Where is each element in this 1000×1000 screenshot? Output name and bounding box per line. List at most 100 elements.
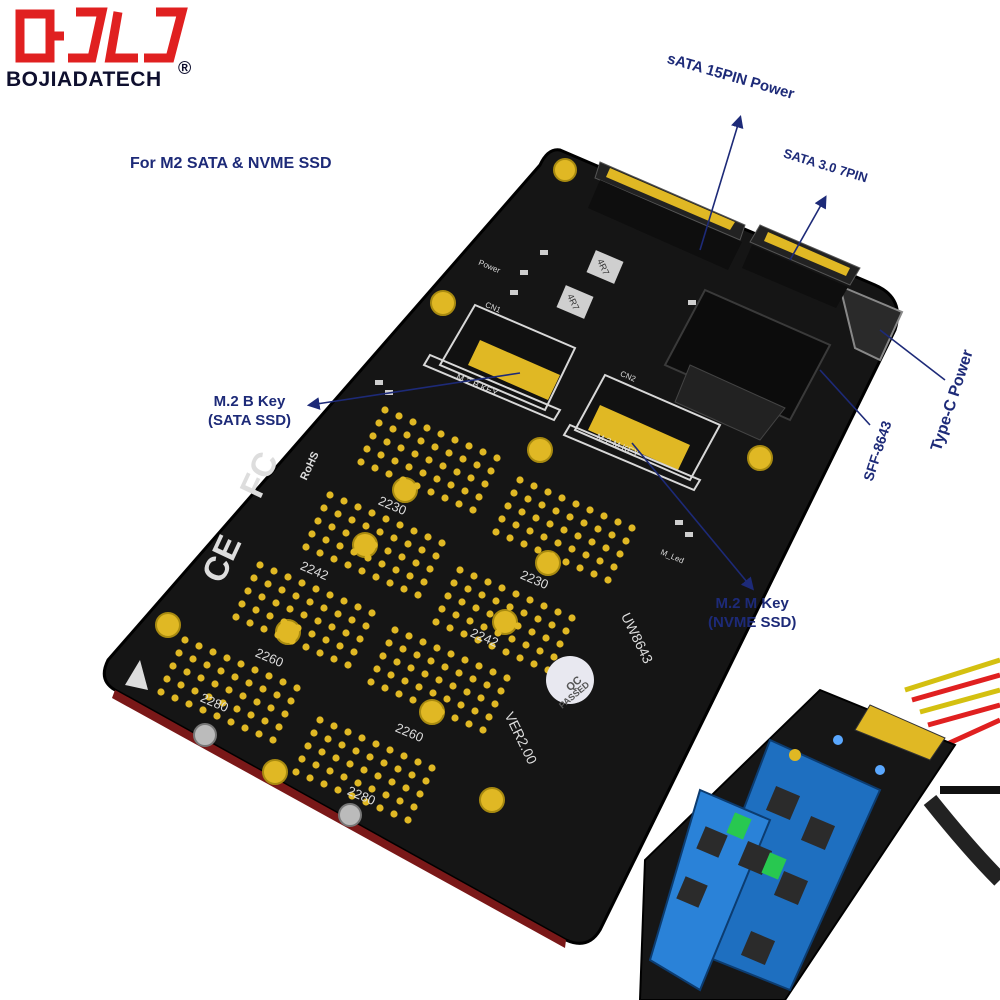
gold-pad	[195, 642, 203, 650]
gold-pad	[183, 668, 191, 676]
gold-pad	[393, 658, 401, 666]
gold-pad	[461, 487, 469, 495]
gold-pad	[427, 488, 435, 496]
gold-pad	[356, 535, 364, 543]
gold-pad	[259, 685, 267, 693]
gold-pad	[390, 534, 398, 542]
gold-pad	[572, 500, 580, 508]
gold-pad	[419, 469, 427, 477]
gold-pad	[368, 785, 376, 793]
gold-pad	[375, 419, 383, 427]
gold-pad	[231, 673, 239, 681]
gold-pad	[344, 728, 352, 736]
gold-pad	[616, 550, 624, 558]
gold-pad	[280, 618, 288, 626]
gold-pad	[568, 614, 576, 622]
gold-pad	[526, 527, 534, 535]
gold-pad	[330, 555, 338, 563]
gold-pad	[540, 602, 548, 610]
gold-pad	[252, 606, 260, 614]
gold-pad	[554, 608, 562, 616]
gold-pad	[506, 603, 514, 611]
gold-pad	[534, 546, 542, 554]
gold-pad	[485, 713, 493, 721]
gold-pad	[486, 610, 494, 618]
gold-pad	[416, 790, 424, 798]
gold-pad	[566, 513, 574, 521]
gold-pad	[213, 712, 221, 720]
gold-pad	[590, 570, 598, 578]
gold-pad	[469, 506, 477, 514]
gold-pad	[225, 686, 233, 694]
gold-pad	[427, 657, 435, 665]
gold-pad	[455, 500, 463, 508]
gold-pad	[470, 572, 478, 580]
gold-pad	[387, 671, 395, 679]
gold-pad	[458, 598, 466, 606]
gold-pad	[354, 779, 362, 787]
gold-pad	[475, 662, 483, 670]
gold-pad	[370, 541, 378, 549]
gold-pad	[227, 718, 235, 726]
gold-pad	[498, 584, 506, 592]
gold-pad	[209, 648, 217, 656]
gold-pad	[516, 654, 524, 662]
gold-pad	[304, 742, 312, 750]
gold-pad	[574, 532, 582, 540]
gold-pad	[478, 591, 486, 599]
gold-pad	[256, 561, 264, 569]
gold-pad	[534, 615, 542, 623]
gold-pad	[385, 470, 393, 478]
gold-pad	[493, 454, 501, 462]
gold-pad	[342, 629, 350, 637]
gold-pad	[369, 432, 377, 440]
gold-pad	[211, 680, 219, 688]
gold-pad	[298, 755, 306, 763]
gold-pad	[399, 645, 407, 653]
gold-pad	[382, 515, 390, 523]
gold-pad	[385, 639, 393, 647]
gold-pad	[367, 678, 375, 686]
gold-pad	[169, 662, 177, 670]
gold-pad	[357, 458, 365, 466]
gold-pad	[384, 547, 392, 555]
gold-pad	[383, 438, 391, 446]
gold-pad	[423, 702, 431, 710]
gold-pad	[376, 804, 384, 812]
gold-pad	[371, 464, 379, 472]
gold-pad	[324, 735, 332, 743]
gold-pad	[526, 596, 534, 604]
gold-pad	[622, 537, 630, 545]
gold-pad	[312, 761, 320, 769]
gold-pad	[360, 766, 368, 774]
gold-pad	[404, 816, 412, 824]
gold-pad	[426, 565, 434, 573]
gold-pad	[398, 553, 406, 561]
gold-pad	[475, 493, 483, 501]
gold-pad	[395, 690, 403, 698]
gold-pad	[372, 740, 380, 748]
gold-pad	[604, 576, 612, 584]
gold-pad	[550, 653, 558, 661]
gold-pad	[279, 678, 287, 686]
gold-pad	[223, 654, 231, 662]
gold-pad	[445, 449, 453, 457]
gold-pad	[330, 655, 338, 663]
gold-pad	[548, 621, 556, 629]
gold-pad	[558, 494, 566, 502]
gold-pad	[415, 683, 423, 691]
gold-pad	[253, 698, 261, 706]
gold-pad	[409, 418, 417, 426]
gold-pad	[503, 674, 511, 682]
gold-pad	[302, 643, 310, 651]
gold-pad	[497, 687, 505, 695]
gold-pad	[405, 632, 413, 640]
gold-pad	[429, 689, 437, 697]
gold-pad	[358, 567, 366, 575]
gold-pad	[413, 482, 421, 490]
gold-pad	[460, 630, 468, 638]
gold-pad	[386, 579, 394, 587]
gold-pad	[386, 746, 394, 754]
gold-pad	[413, 651, 421, 659]
